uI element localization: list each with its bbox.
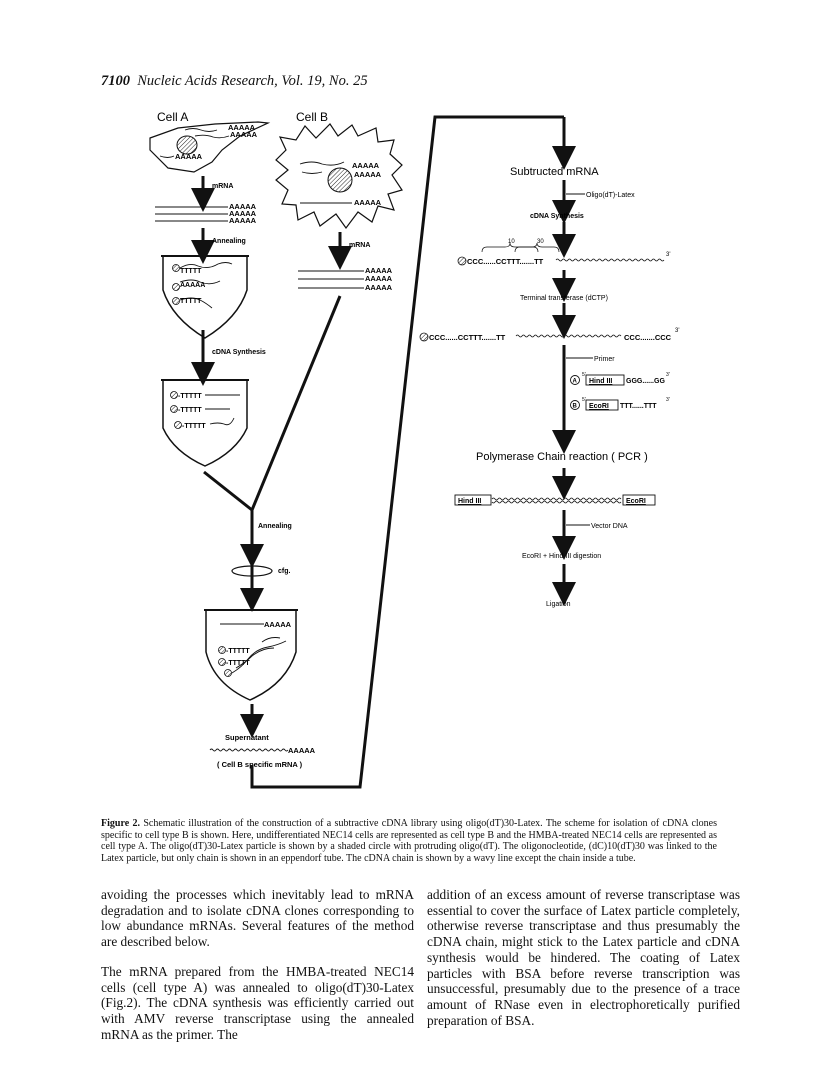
three-prime-label: 3' xyxy=(666,252,670,258)
page-number: 7100 xyxy=(101,73,130,89)
caption-text: Schematic illustration of the constructi… xyxy=(101,818,717,864)
cell-b-outline xyxy=(275,123,403,230)
ligation-label: Ligation xyxy=(546,601,571,608)
polya-label: AAAAA xyxy=(288,746,316,755)
annealing-label-2: Annealing xyxy=(258,523,292,530)
cell-b-mrna-lines: AAAAA AAAAA AAAAA xyxy=(298,266,393,292)
ccc-strand: CCC......CCTTT.......TT xyxy=(467,257,544,266)
journal-citation: Nucleic Acids Research, Vol. 19, No. 25 xyxy=(137,73,368,89)
body-column-right: addition of an excess amount of reverse … xyxy=(427,887,740,1028)
num-10: 10 xyxy=(508,239,515,245)
primer-b: B 5' EcoRI TTT......TTT 3' xyxy=(570,397,670,411)
pcr-product: Hind III EcoRI xyxy=(454,494,656,506)
oligo-dt-label: -TTTTT xyxy=(178,393,202,400)
cell-a-group: Cell A AAAAA AAAAA AAAAA xyxy=(149,110,271,173)
tube-2: -TTTTT -TTTTT -TTTTT xyxy=(161,379,249,467)
cfg-label: cfg. xyxy=(278,568,291,575)
primer-a-letter: A xyxy=(573,379,578,385)
caption-label: Figure 2. xyxy=(101,818,140,829)
digestion-label: EcoRI + Hind III digestion xyxy=(522,553,601,560)
tube-3: AAAAA -TTTTT -TTTTT xyxy=(204,609,298,701)
polya-label: AAAAA xyxy=(365,283,393,292)
terminal-transferase-label: Terminal transferase (dCTP) xyxy=(520,295,608,302)
polya-label: AAAAA xyxy=(229,216,257,225)
ccc-strand: CCC......CCTTT.......TT xyxy=(429,333,506,342)
cdna-synthesis-label: cDNA Synthesis xyxy=(212,349,266,356)
oligo-dt-label: -TTTTT xyxy=(226,648,250,655)
pcr-label: Polymerase Chain reaction ( PCR ) xyxy=(476,451,648,463)
cell-b-specific-label: ( Cell B specific mRNA ) xyxy=(217,760,303,769)
running-header: 7100 Nucleic Acids Research, Vol. 19, No… xyxy=(101,73,368,90)
figure-2-schematic: Cell A AAAAA AAAAA AAAAA mRNA AAAAA AAAA… xyxy=(149,110,679,789)
polya-label: AAAAA xyxy=(365,274,393,283)
cell-b-label: Cell B xyxy=(296,110,328,124)
primer-a: A 5' Hind III GGG......GG 3' xyxy=(570,372,670,386)
latex-particle xyxy=(457,256,467,266)
oligo-dt-label: -TTTTT xyxy=(226,660,250,667)
svg-text:TTTTT: TTTTT xyxy=(180,268,202,275)
primer-a-seq: GGG......GG xyxy=(626,378,665,385)
merge-line-b xyxy=(250,295,342,511)
five-prime-label: 5' xyxy=(582,397,586,403)
merge-line-a xyxy=(203,470,253,512)
primer-label: Primer xyxy=(594,356,615,363)
primer-b-letter: B xyxy=(573,404,578,410)
oligo-latex-label: Oligo(dT)-Latex xyxy=(586,192,635,199)
body-column-left: avoiding the processes which inevitably … xyxy=(101,887,414,1042)
subtructed-mrna-label: Subtructed mRNA xyxy=(510,166,599,178)
cdna-synthesis-right-label: cDNA Synthesis xyxy=(530,213,584,220)
hind-iii-label: Hind III xyxy=(589,378,612,385)
hind-iii-label: Hind III xyxy=(458,498,481,505)
oligo-dt-label: -TTTTT xyxy=(178,407,202,414)
latex-particle xyxy=(419,332,429,342)
cdna-strand-2: CCC......CCTTT.......TT CCC.......CCC 3' xyxy=(419,328,679,342)
cell-a-outline xyxy=(149,121,271,173)
cdna-strand-1: 10 30 CCC......CCTTT.......TT 3' xyxy=(457,239,670,266)
three-prime-label: 3' xyxy=(675,328,679,334)
polya-label: AAAAA xyxy=(228,123,256,132)
polya-label: AAAAA xyxy=(230,130,258,139)
three-prime-label: 3' xyxy=(666,397,670,403)
cell-b-group: Cell B AAAAA AAAAA AAAAA xyxy=(275,110,403,230)
vector-dna-label: Vector DNA xyxy=(591,523,628,530)
polya-label: AAAAA xyxy=(365,266,393,275)
ecori-label: EcoRI xyxy=(626,498,646,505)
cell-b-nucleus xyxy=(327,167,353,193)
cell-a-nucleus xyxy=(176,135,198,155)
five-prime-label: 5' xyxy=(582,372,586,378)
wavy-cdna-chain xyxy=(209,748,289,752)
cell-a-label: Cell A xyxy=(157,110,188,124)
polya-label: AAAAA xyxy=(264,620,292,629)
polya-label: AAAAA xyxy=(354,170,382,179)
paragraph: addition of an excess amount of reverse … xyxy=(427,887,740,1028)
oligo-dt-label: -TTTTT xyxy=(182,423,206,430)
annealing-label: Annealing xyxy=(212,238,246,245)
polya-label: AAAAA xyxy=(229,202,257,211)
paragraph: The mRNA prepared from the HMBA-treated … xyxy=(101,963,414,1042)
cell-a-mrna-lines: AAAAA AAAAA AAAAA xyxy=(155,202,257,225)
paragraph: avoiding the processes which inevitably … xyxy=(101,887,414,950)
num-30: 30 xyxy=(537,239,544,245)
figure-caption: Figure 2. Schematic illustration of the … xyxy=(101,818,717,864)
polya-label: AAAAA xyxy=(354,198,382,207)
polya-label: AAAAA xyxy=(175,152,203,161)
polya-label: AAAAA xyxy=(352,161,380,170)
ccc-end: CCC.......CCC xyxy=(624,333,672,342)
ecori-label: EcoRI xyxy=(589,403,609,410)
svg-text:TTTTT: TTTTT xyxy=(180,298,202,305)
polya-label: AAAAA xyxy=(229,209,257,218)
mrna-label: mRNA xyxy=(349,242,370,249)
svg-text:AAAAA: AAAAA xyxy=(180,282,205,289)
connector-line xyxy=(250,115,564,789)
mrna-label: mRNA xyxy=(212,183,233,190)
three-prime-label: 3' xyxy=(666,372,670,378)
primer-b-seq: TTT......TTT xyxy=(620,403,657,410)
tube-1: TTTTT AAAAA TTTTT xyxy=(161,255,249,339)
supernatant-label: Supernatant xyxy=(225,733,269,742)
